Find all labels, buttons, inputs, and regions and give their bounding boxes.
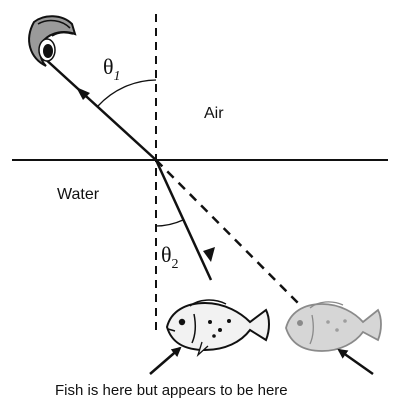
theta-2-label: θ2: [161, 242, 179, 272]
real-fish-pointer: [150, 348, 180, 374]
eye-icon: [29, 16, 75, 66]
apparent-fish-pointer: [339, 350, 373, 374]
air-ray: [42, 56, 156, 160]
water-label: Water: [57, 186, 100, 203]
apparent-sight-line: [156, 160, 300, 305]
water-ray-arrowhead: [203, 247, 215, 262]
theta-1-arc: [98, 80, 156, 106]
caption: Fish is here but appears to be here: [55, 382, 288, 399]
fish-image-icon: [286, 302, 381, 351]
fish-icon: [167, 300, 269, 355]
air-label: Air: [204, 105, 224, 122]
theta-1-label: θ1: [103, 54, 121, 84]
theta-2-arc: [156, 220, 183, 226]
